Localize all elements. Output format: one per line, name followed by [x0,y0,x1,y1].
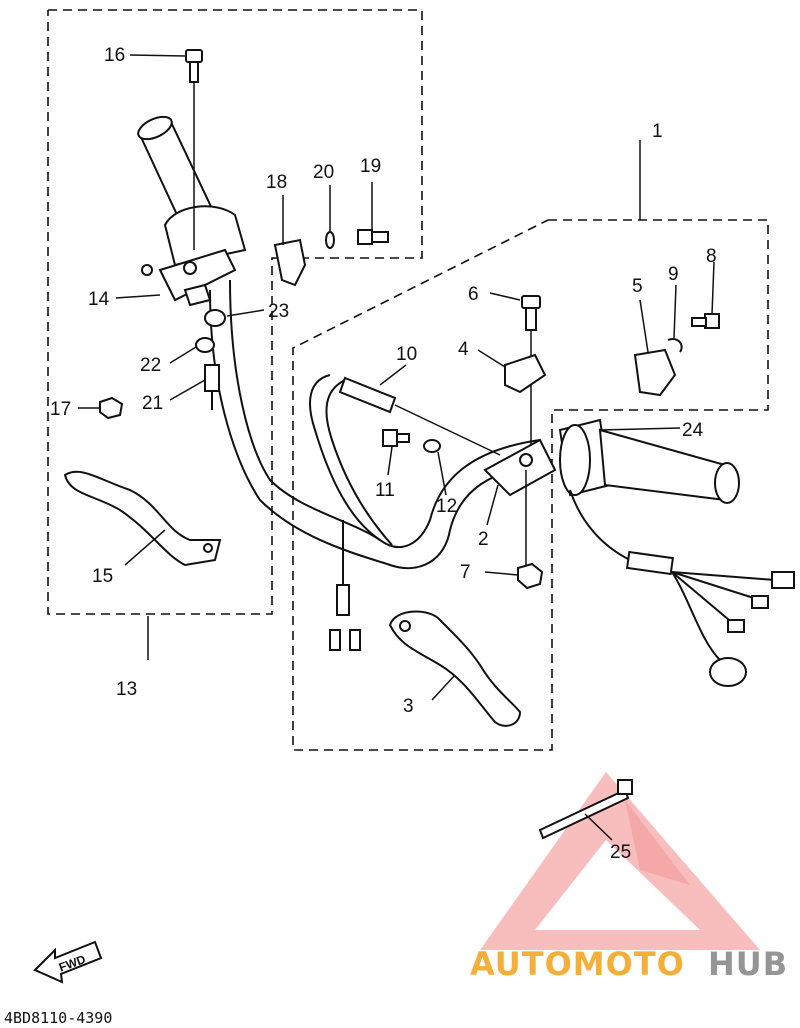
part-24-throttle-grip [558,418,740,504]
callout-14: 14 [88,289,110,310]
callout-3: 3 [403,696,414,717]
part-18-clamp [273,238,307,287]
part-10-cable-adjuster [338,376,501,456]
callout-2: 2 [478,529,489,550]
part-3-lever [388,610,522,727]
callout-12: 12 [436,496,457,517]
switch-cable-connectors [329,520,361,651]
watermark-triangle-logo [480,772,760,950]
callout-15: 15 [92,566,113,587]
left-lever-holder [141,248,237,307]
callout-10: 10 [396,344,417,365]
watermark-text-hub: HUB [708,945,788,983]
callout-16: 16 [104,45,125,66]
watermark-text-automoto: AUTOMOTO [470,945,685,983]
part-25-cable-tie [538,779,633,840]
leader-lines [78,54,715,841]
part-5-bracket [633,348,677,397]
callout-9: 9 [668,264,679,285]
part-12-washer [423,439,441,453]
watermark-text: AUTOMOTO HUB [470,945,788,983]
part-17-nut [99,396,124,420]
part-11-bolt [382,429,410,447]
callout-21: 21 [142,393,163,414]
callout-17: 17 [50,399,71,420]
callout-23: 23 [268,301,289,322]
callout-6: 6 [468,284,479,305]
callout-labels: 16 18 20 19 14 23 22 21 17 15 13 1 6 4 5… [50,45,717,863]
left-grip [137,115,247,267]
callout-19: 19 [360,156,381,177]
diagram-code: 4BD8110-4390 [4,1009,112,1027]
part-6-screw [521,295,541,450]
callout-4: 4 [458,339,469,360]
part-15-lever [63,470,222,567]
switch-wiring-harness [569,489,795,687]
part-4-switch [504,353,547,394]
part-19-bolt [357,229,389,245]
part-20-washer [325,231,335,249]
part-22-washer [195,337,215,353]
part-2-lever-holder [483,438,557,570]
part-7-nut [517,562,544,590]
callout-11: 11 [375,480,395,501]
callout-25: 25 [610,842,631,863]
callout-24: 24 [682,420,704,441]
callout-8: 8 [706,246,717,267]
part-9-washer [667,338,683,353]
part-21-adjuster [204,364,220,410]
left-assembly-boundary [47,9,423,615]
part-8-screw [691,313,720,329]
callout-22: 22 [140,355,161,376]
callout-7: 7 [460,562,471,583]
callout-18: 18 [266,172,287,193]
callout-13: 13 [116,679,137,700]
callout-5: 5 [632,276,643,297]
part-16-bolt [185,49,203,250]
right-assembly-boundary [292,219,769,751]
callout-1: 1 [652,121,663,142]
handlebar [209,279,551,570]
part-23-cap [204,309,226,327]
fwd-arrow-icon: FWD [33,940,103,984]
callout-20: 20 [313,162,334,183]
